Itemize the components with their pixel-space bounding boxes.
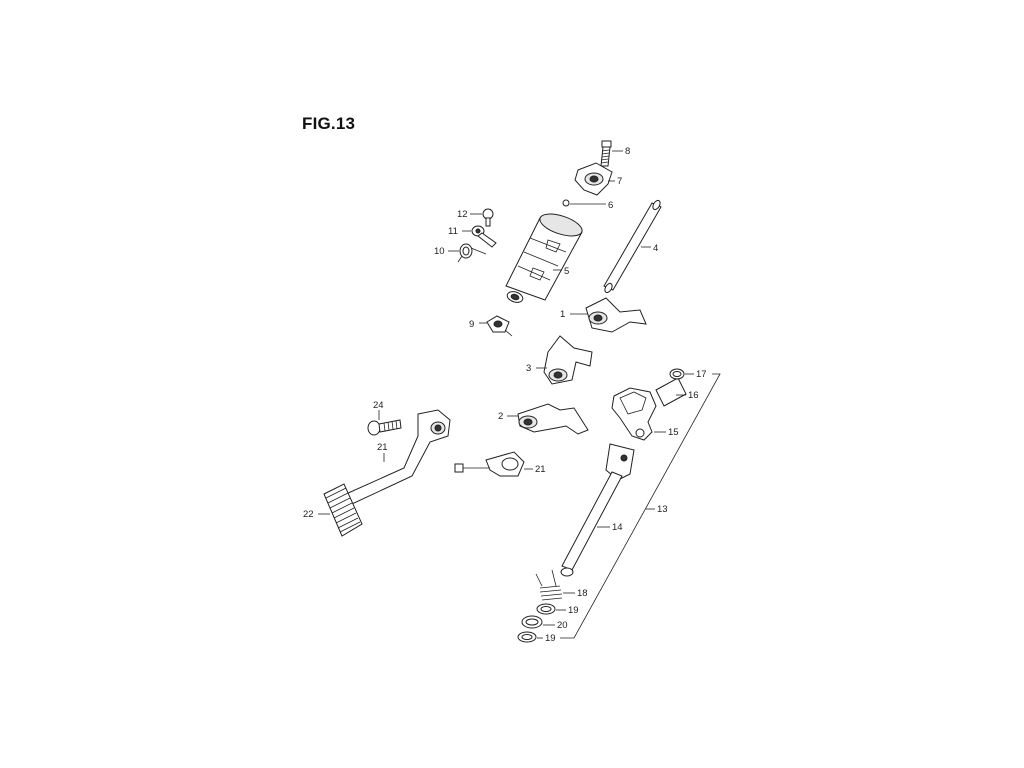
fork-shaft-part-4[interactable] [603,199,662,294]
shift-drum-part-5[interactable] [505,210,585,305]
shift-fork-part-1[interactable] [585,297,647,333]
bolt-part-8[interactable] [600,140,612,167]
bolt-part-12[interactable] [482,208,494,227]
part-label-11: 11 [448,226,458,237]
part-label-7: 7 [617,176,622,187]
assembly-bracket-13 [560,373,721,639]
gearshift-shaft-part-14[interactable] [560,443,635,577]
part-label-10: 10 [434,246,445,257]
part-label-19: 19 [568,605,579,616]
part-label-22: 21 [377,442,388,453]
part-label-19-lower: 19 [545,633,556,644]
part-label-21: 21 [535,464,546,475]
part-label-15: 15 [668,427,679,438]
gearshift-pedal-part-22[interactable] [345,409,451,505]
part-label-9: 9 [469,319,474,330]
stopper-spring-part-10[interactable] [457,243,487,263]
part-label-2: 2 [498,411,503,422]
pin-part-6[interactable] [562,199,570,207]
figure-title: FIG.13 [302,114,356,133]
shift-drum-cam-part-7[interactable] [574,162,613,196]
part-label-6: 6 [608,200,613,211]
shift-fork-part-3[interactable] [543,335,593,385]
part-label-1: 1 [560,309,565,320]
part-label-23: 22 [303,509,314,520]
part-label-18: 18 [577,588,588,599]
pedal-rubber-part-23[interactable] [323,483,363,537]
part-label-3: 3 [526,363,531,374]
part-label-24: 24 [373,400,384,411]
part-label-20: 20 [557,620,568,631]
part-label-8: 8 [625,146,630,157]
spring-part-16[interactable] [655,377,687,407]
part-label-14: 14 [612,522,623,533]
return-spring-part-18[interactable] [535,569,563,601]
stopper-plate-part-9[interactable] [486,315,513,337]
part-label-12: 12 [457,209,468,220]
part-label-17: 17 [696,369,707,380]
part-label-4: 4 [653,243,658,254]
bolt-part-24[interactable] [367,419,402,436]
shift-fork-part-2[interactable] [517,403,589,435]
stopper-arm-part-11[interactable] [471,225,497,248]
gear-sensor-part-21[interactable] [454,451,525,477]
part-label-5: 5 [564,266,569,277]
gearshift-plate-part-15[interactable] [611,387,657,441]
part-label-16: 16 [688,390,699,401]
part-label-13: 13 [657,504,668,515]
